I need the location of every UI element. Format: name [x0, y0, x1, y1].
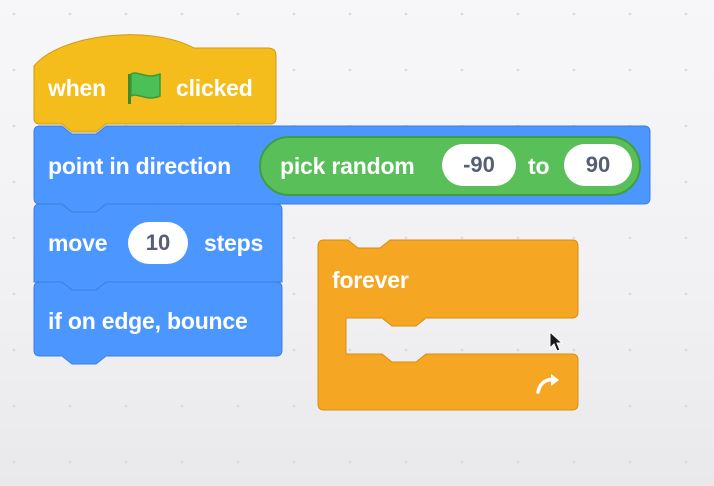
mouse-cursor [549, 331, 563, 352]
bounce-label: if on edge, bounce [48, 308, 248, 334]
when-label: when [48, 75, 106, 101]
steps-label: steps [204, 230, 264, 256]
green-flag-icon [128, 72, 161, 104]
loop-arrow-icon [536, 374, 559, 394]
random-to-input[interactable]: 90 [564, 144, 632, 186]
random-from-input[interactable]: -90 [442, 144, 516, 186]
bounce-block[interactable] [33, 281, 283, 365]
move-steps-input[interactable]: 10 [128, 222, 188, 264]
clicked-label: clicked [176, 75, 253, 101]
move-label: move [48, 230, 108, 256]
forever-label: forever [332, 267, 409, 293]
forever-block[interactable] [317, 239, 579, 411]
to-label: to [528, 153, 550, 179]
pick-random-label: pick random [280, 153, 415, 179]
point-in-direction-label: point in direction [48, 153, 231, 179]
